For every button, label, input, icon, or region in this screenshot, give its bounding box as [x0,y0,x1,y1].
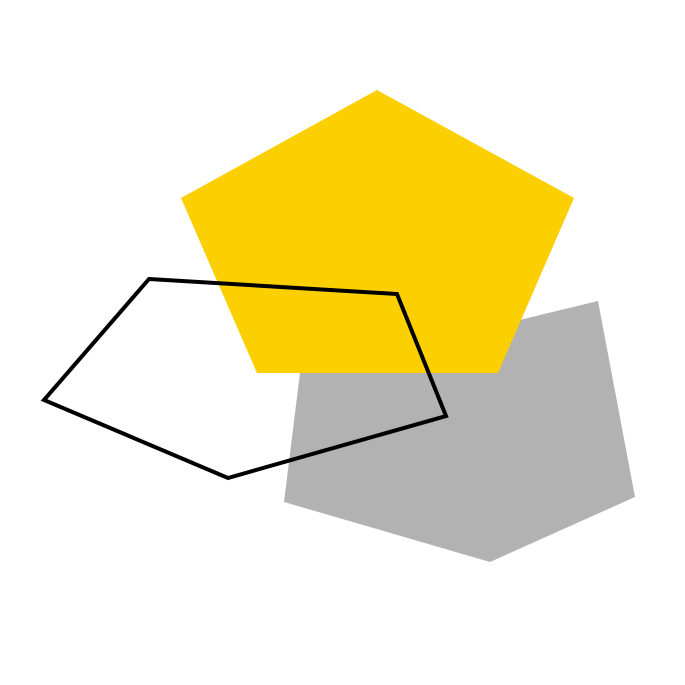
yellow-pentagon [181,90,574,373]
outline-pentagon [40,276,449,481]
